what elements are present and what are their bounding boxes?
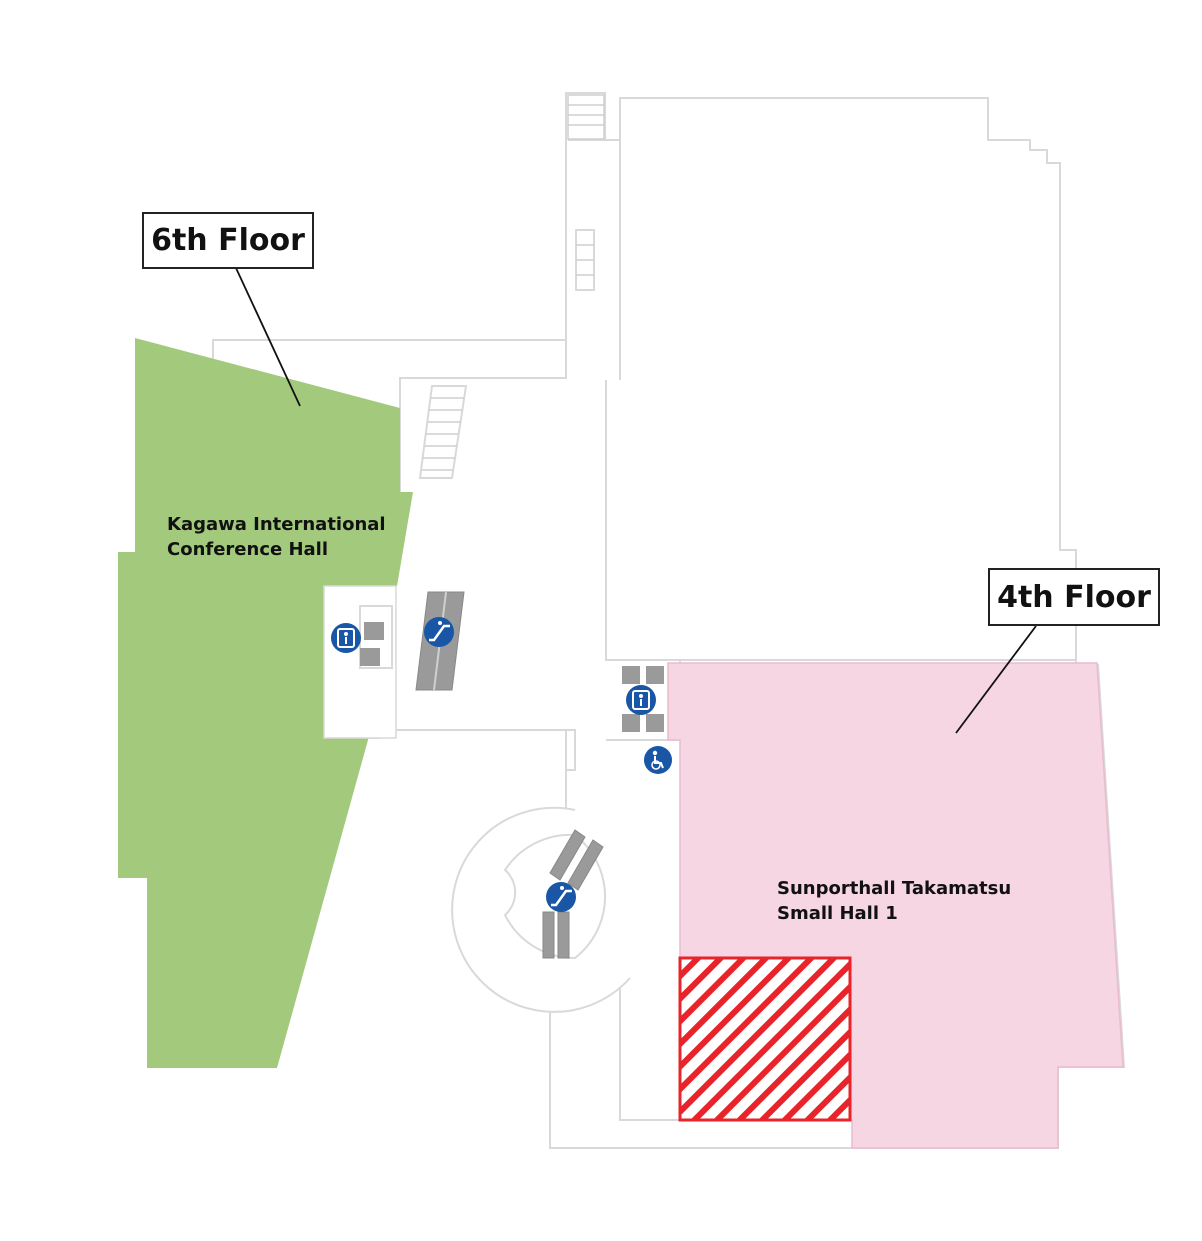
stairs-top xyxy=(567,94,605,276)
escalator-icon xyxy=(424,617,454,647)
kagawa-hall-label-line1: Kagawa International xyxy=(167,514,386,535)
sunport-hall-label-line2: Small Hall 1 xyxy=(777,903,898,924)
sixth-floor-pointer xyxy=(235,267,301,407)
kagawa-hall-area xyxy=(118,338,413,1068)
sixth-floor-label: 6th Floor xyxy=(142,212,314,269)
right-elevator-bank xyxy=(622,666,664,732)
sunport-hall-label-line1: Sunporthall Takamatsu xyxy=(777,878,1011,899)
escalator-icon xyxy=(546,882,576,912)
circular-hall xyxy=(451,806,631,1013)
elevator-icon xyxy=(331,623,361,653)
hatched-zone xyxy=(678,956,852,1122)
elevator-icon xyxy=(626,685,656,715)
left-elevator-lobby xyxy=(323,585,397,739)
fourth-floor-pointer xyxy=(955,625,1037,734)
kagawa-hall-label-line2: Conference Hall xyxy=(167,539,328,560)
accessible-toilet-icon xyxy=(644,746,672,774)
fourth-floor-label: 4th Floor xyxy=(988,568,1160,626)
stairs-central xyxy=(418,385,468,479)
